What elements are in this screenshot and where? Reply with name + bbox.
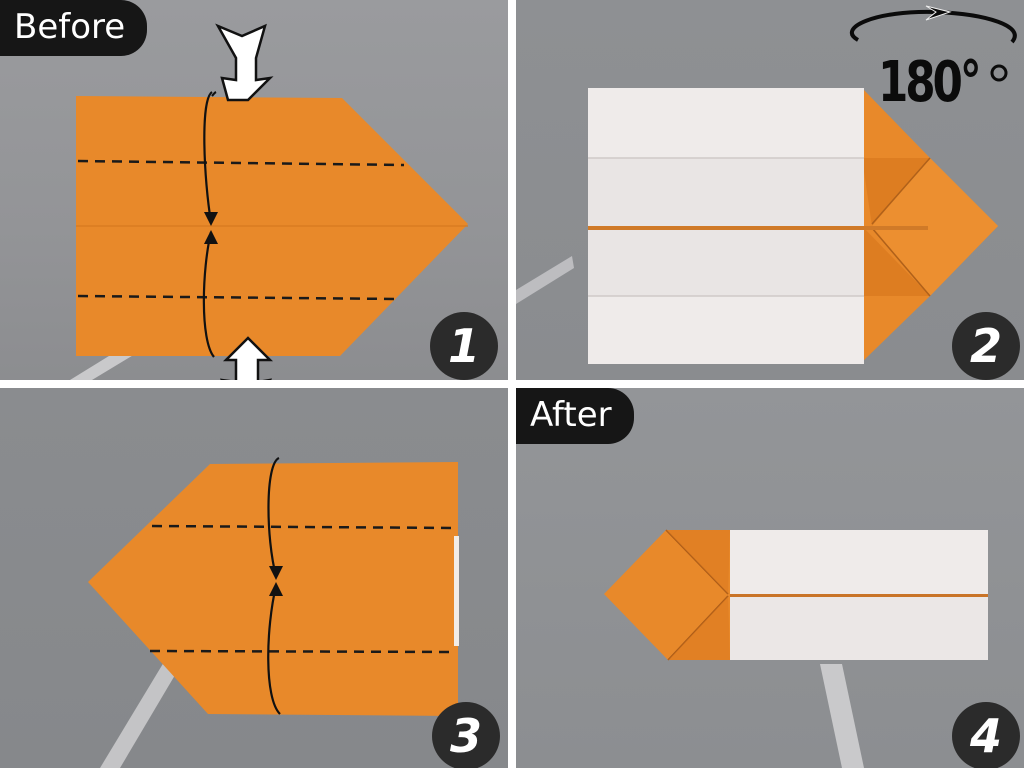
step-1-panel: Before 1 [0,0,508,380]
step-number-badge: 4 [952,702,1020,768]
step-3-illustration [88,456,459,768]
rotation-label: 180° [878,50,982,115]
push-arrow-bottom-icon [220,336,274,380]
step-2-panel: 180° 2 [516,0,1024,380]
white-body-bottom [730,597,988,660]
step-number-badge: 3 [432,702,500,768]
degree-symbol [990,64,1008,82]
step-4-panel: After 4 [516,388,1024,768]
step-3-panel: 3 [0,388,508,768]
step-4-illustration [604,529,988,768]
fold-arrow-up [267,585,281,715]
push-arrow-top-icon [215,23,274,102]
step-1-illustration [70,23,468,380]
step-2-illustration [516,5,1017,364]
after-label: After [516,388,634,444]
fold-line-top [151,524,459,530]
fold-line-bottom [149,649,457,654]
white-body-top [730,530,988,594]
stand-rod [100,662,178,768]
before-label: Before [0,0,148,56]
fold-line-top [77,159,405,167]
step-number-badge: 1 [430,312,498,380]
fold-arrow-up [202,231,215,358]
fold-line-bottom [77,294,399,301]
fold-arrow-down [267,456,280,577]
step-number-badge: 2 [952,312,1020,380]
stand-rod [820,664,864,768]
stand-rod [516,256,574,304]
fold-arrow-down [203,91,213,223]
